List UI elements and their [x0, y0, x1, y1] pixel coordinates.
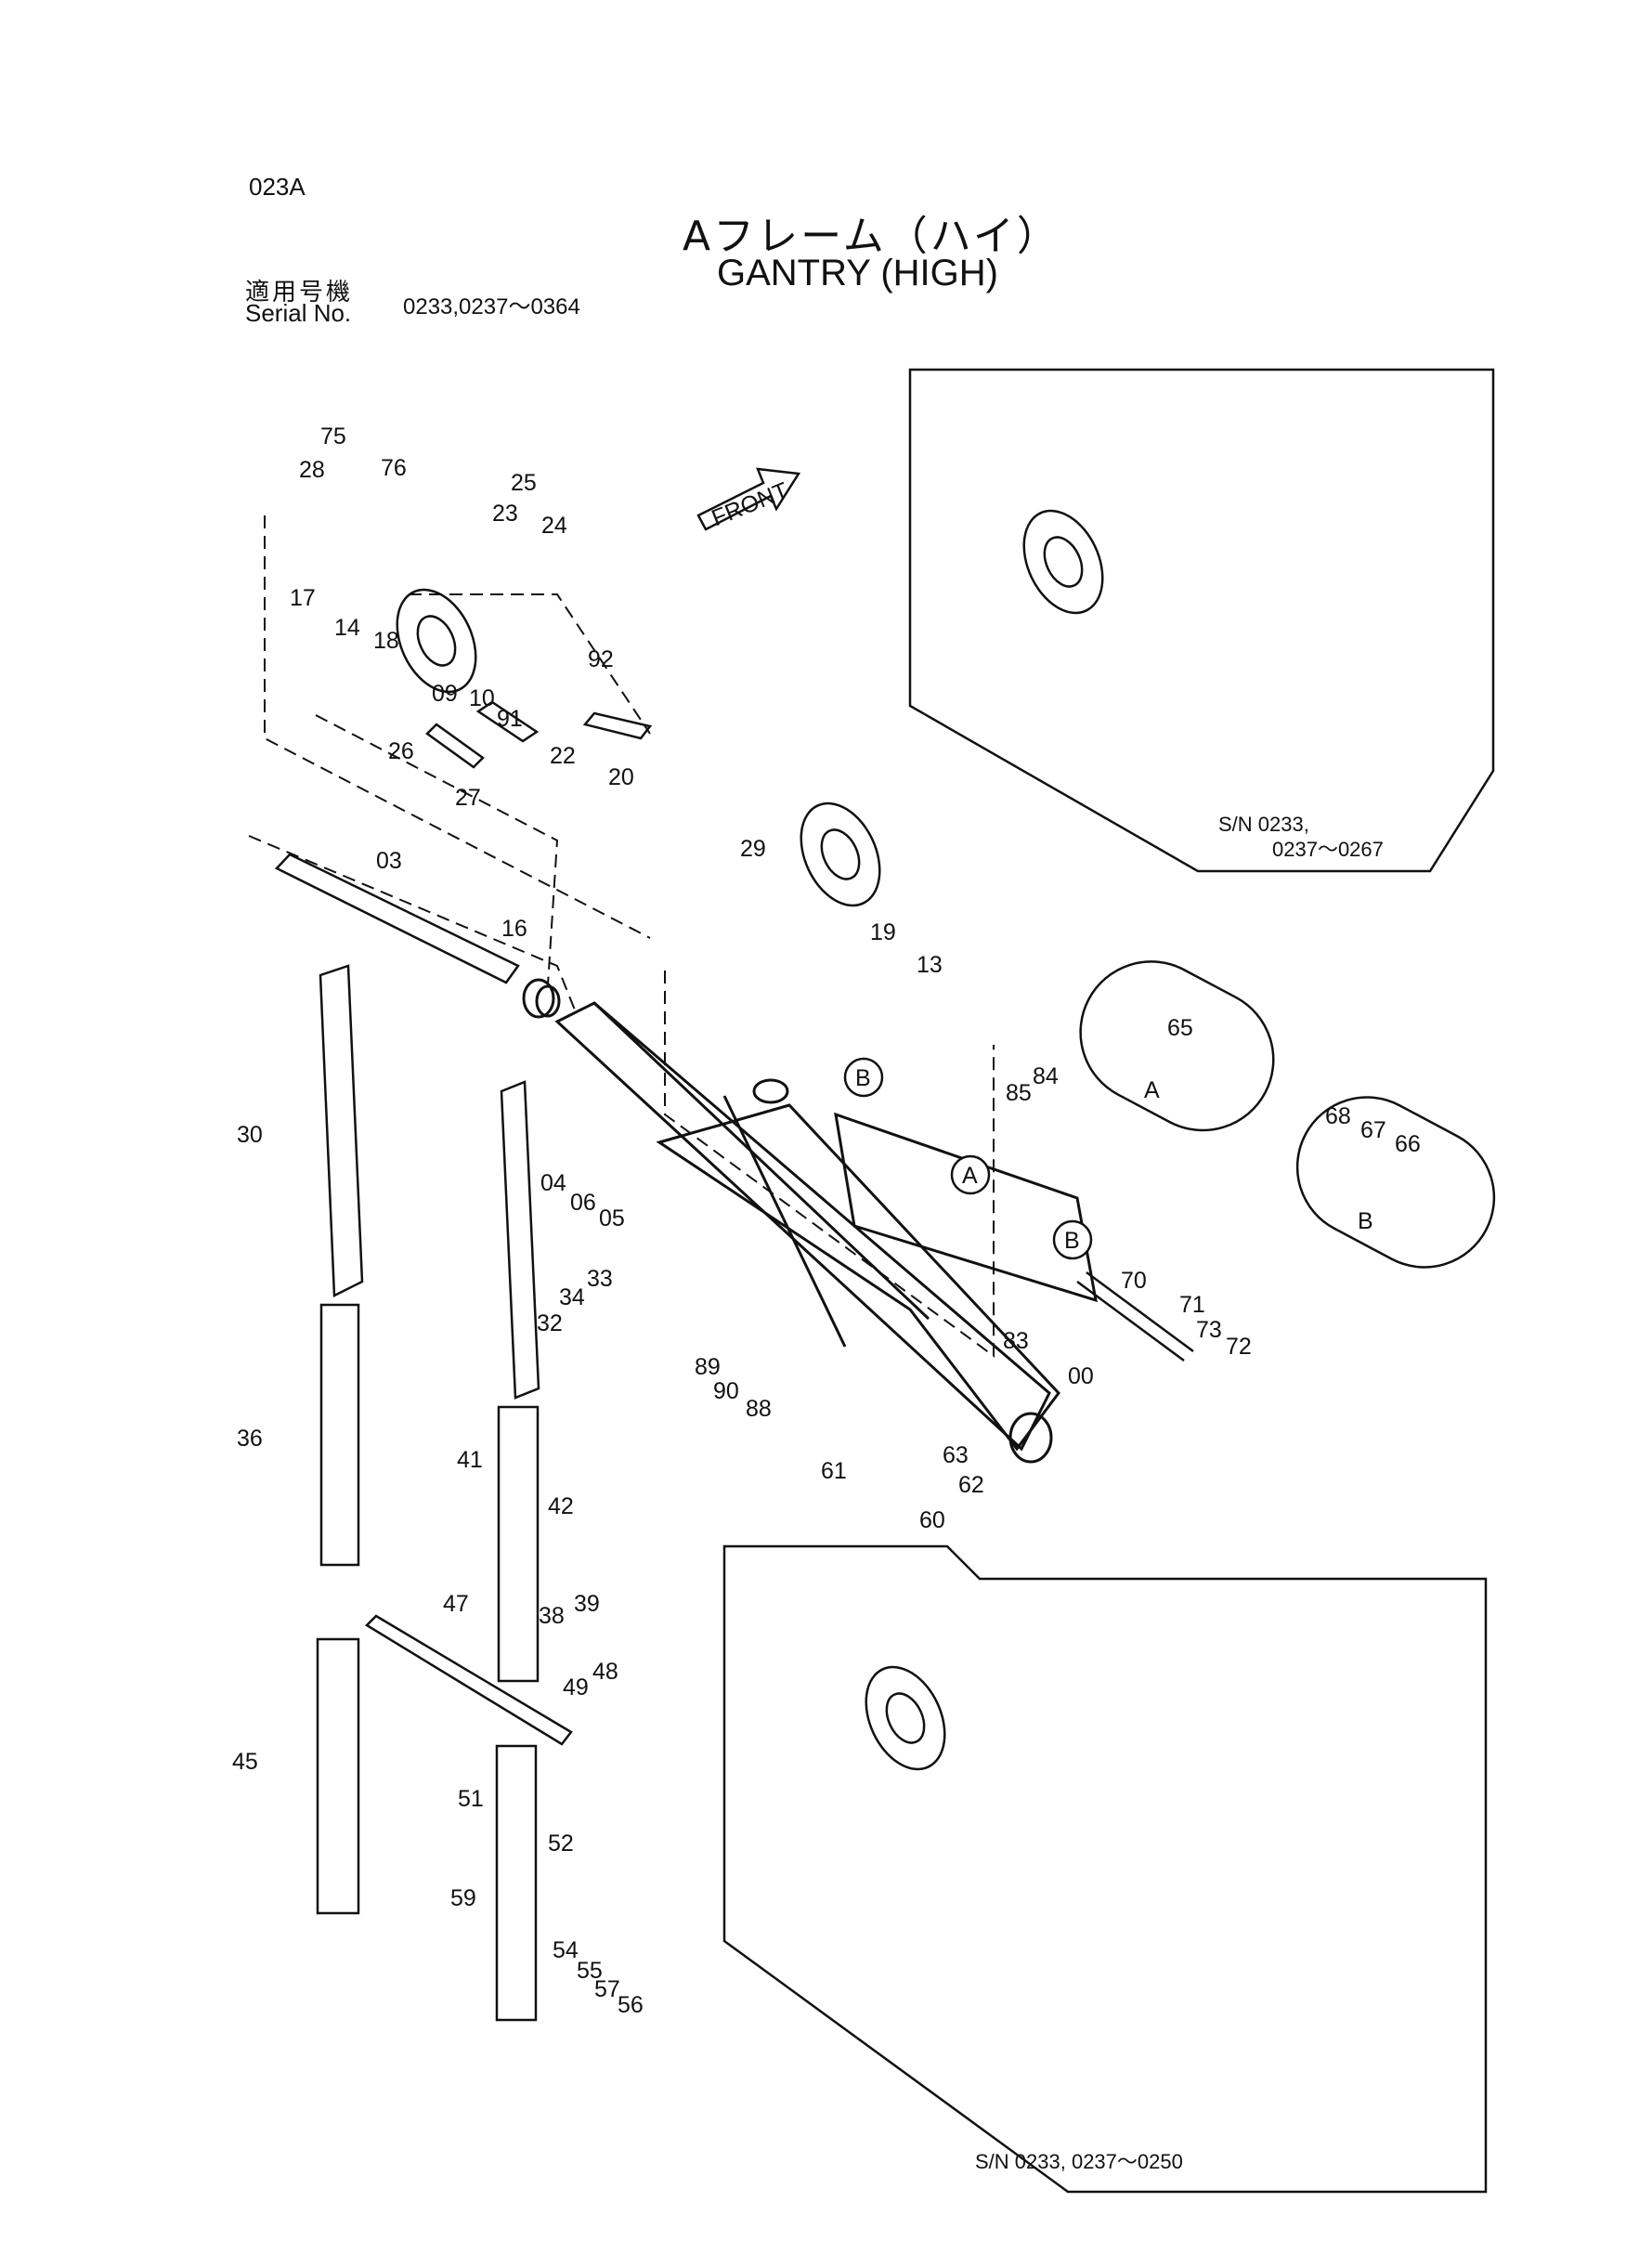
part-label: 55: [577, 1958, 603, 1984]
inset-serial-top-1: S/N 0233,: [1218, 813, 1309, 836]
part-label: 00: [1068, 1363, 1094, 1389]
shafts: [274, 700, 1194, 1362]
part-label: 54: [553, 1937, 579, 1963]
part-label: 61: [821, 1458, 847, 1484]
part-label: 32: [537, 1310, 563, 1336]
page-code: 023A: [249, 173, 306, 201]
callout-b: B: [855, 1065, 871, 1091]
callout-a-circle: [950, 1154, 991, 1195]
sheaves: [396, 509, 1104, 1771]
part-label: 34: [559, 1284, 585, 1310]
part-label: 72: [1226, 1334, 1252, 1360]
part-label: 38: [539, 1603, 565, 1629]
part-label: 70: [1121, 1268, 1147, 1294]
part-label: 18: [373, 628, 399, 654]
part-label: 49: [563, 1674, 589, 1700]
part-label: 41: [457, 1447, 483, 1473]
part-label: 51: [458, 1786, 484, 1812]
part-label: 20: [608, 764, 634, 790]
part-label: 27: [455, 785, 481, 811]
callout-b2-circle: [1052, 1219, 1093, 1260]
page-title: GANTRY (HIGH): [717, 253, 998, 293]
part-label: 17: [290, 585, 316, 611]
part-label: 24: [541, 513, 567, 539]
part-label: 68: [1325, 1103, 1351, 1129]
part-label: 26: [388, 738, 414, 764]
part-label: 73: [1196, 1317, 1222, 1343]
part-label: 65: [1167, 1015, 1193, 1041]
part-label: 19: [870, 919, 896, 945]
part-label: 63: [943, 1442, 969, 1468]
part-label: 30: [237, 1122, 263, 1148]
part-label: 66: [1395, 1131, 1421, 1157]
part-label: 29: [740, 836, 766, 862]
part-label: 13: [917, 952, 943, 978]
part-label: 33: [587, 1266, 613, 1292]
part-label: 52: [548, 1831, 574, 1857]
part-label: 25: [511, 470, 537, 496]
serial-label: Serial No.: [245, 299, 352, 327]
serial-range: 0233,0237～0364: [403, 294, 580, 319]
part-label: 28: [299, 457, 325, 483]
part-label: 83: [1003, 1328, 1029, 1354]
detail-a-box: [1079, 960, 1275, 1132]
callout-a: A: [962, 1163, 978, 1189]
part-label: 45: [232, 1749, 258, 1775]
part-label: 85: [1006, 1080, 1032, 1106]
part-label: 36: [237, 1426, 263, 1452]
page-title-jp: Aフレーム（ハイ）: [683, 213, 1060, 260]
serial-label-jp: 適用号機: [245, 279, 354, 306]
part-label: 89: [695, 1354, 721, 1380]
front-arrow-icon: [696, 467, 801, 531]
part-label: 42: [548, 1493, 574, 1519]
part-label: 84: [1033, 1063, 1059, 1089]
part-label: 67: [1360, 1117, 1386, 1143]
part-label: 59: [450, 1885, 476, 1911]
part-label: 48: [592, 1659, 618, 1685]
part-label: 23: [492, 501, 518, 527]
part-label: 91: [497, 706, 523, 732]
callout-b2: B: [1064, 1228, 1080, 1254]
part-label: 75: [320, 423, 346, 449]
part-label: 05: [599, 1205, 625, 1231]
detail-b-box: [1295, 1096, 1496, 1269]
part-label: 04: [540, 1170, 566, 1196]
phantom-lines: [248, 515, 995, 1358]
part-label: 88: [746, 1396, 772, 1422]
detail-a-label: A: [1144, 1077, 1160, 1103]
part-label: 06: [570, 1190, 596, 1216]
part-label: 56: [618, 1992, 644, 2018]
part-label: 03: [376, 848, 402, 874]
inset-box-bottom-right: [722, 1544, 1488, 2194]
part-label: 92: [588, 646, 614, 672]
inset-box-top-right: [908, 368, 1495, 873]
part-label: 76: [381, 455, 407, 481]
part-label: 16: [501, 916, 527, 942]
part-label: 90: [713, 1378, 739, 1404]
link-bars: [316, 964, 573, 2022]
detail-b-label: B: [1358, 1208, 1373, 1234]
part-number-labels: 75 76 28 17 14 18 09 10 91 92 25 23 24 2…: [232, 423, 1421, 2018]
part-label: 47: [443, 1591, 469, 1617]
part-label: 22: [550, 743, 576, 769]
part-label: 71: [1179, 1292, 1205, 1318]
part-label: 10: [469, 685, 495, 711]
callout-b-circle: [843, 1057, 884, 1098]
part-label: 60: [919, 1507, 945, 1533]
part-label: 62: [958, 1472, 984, 1498]
inset-serial-top-2: 0237～0267: [1272, 838, 1384, 861]
inset-serial-bottom: S/N 0233, 0237～0250: [975, 2150, 1183, 2173]
part-label: 14: [334, 615, 360, 641]
part-label: 39: [574, 1591, 600, 1617]
part-label: 57: [594, 1976, 620, 2002]
front-label: FRONT: [709, 477, 792, 531]
part-label: 09: [432, 681, 458, 707]
gantry-frame: [522, 978, 1098, 1464]
